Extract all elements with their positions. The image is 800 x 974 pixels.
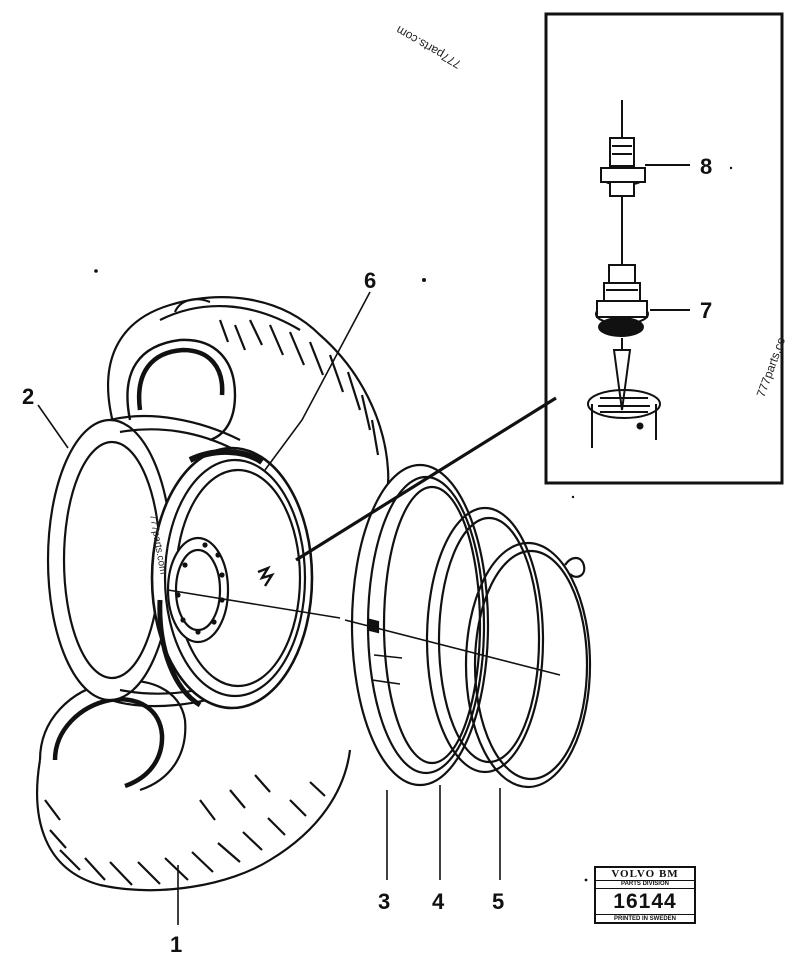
valve-detail-inset [295,12,784,562]
callout-8: 8 [700,154,712,179]
valve-7 [595,264,649,411]
callout-leaders [37,291,501,925]
callout-4: 4 [432,889,445,914]
tyre [36,296,390,892]
bead-seat-ring-4 [425,506,545,774]
assembly-axis [344,619,561,676]
scan-specks [94,166,733,882]
callout-3: 3 [378,889,390,914]
callout-5: 5 [492,889,504,914]
stamp-division: PARTS DIVISION [596,881,694,889]
callout-2: 2 [22,384,34,409]
wheel-rim [46,414,341,710]
callout-7: 7 [700,298,712,323]
stamp-brand: VOLVO BM [596,868,694,881]
watermark-top: 777parts.com [394,23,464,71]
callout-6: 6 [364,268,376,293]
callout-1: 1 [170,932,182,957]
threaded-boss [587,389,661,448]
side-ring-5 [464,541,592,789]
volvo-bm-stamp: VOLVO BM PARTS DIVISION 16144 PRINTED IN… [594,866,696,924]
stamp-number: 16144 [596,889,694,915]
valve-8 [600,100,646,265]
stamp-printed: PRINTED IN SWEDEN [613,916,676,922]
